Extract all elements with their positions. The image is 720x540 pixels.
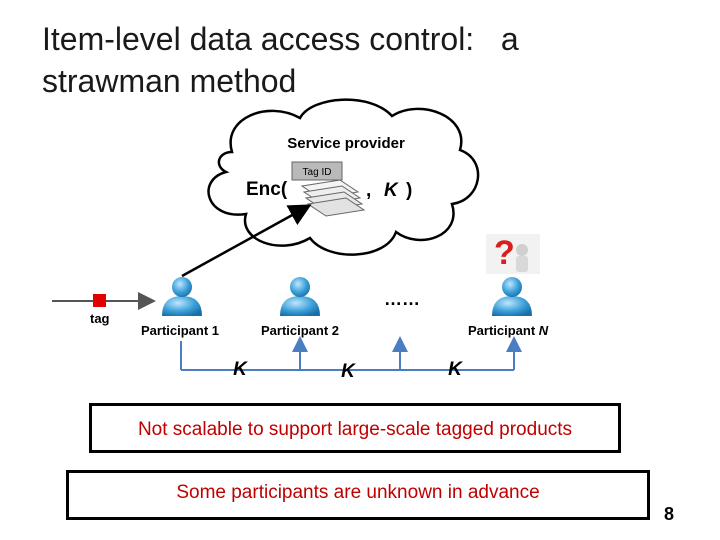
close-paren-label: ) [406,180,412,201]
participant-2-icon [280,277,320,316]
participant-1-label: Participant 1 [141,323,219,338]
slide-title: Item-level data access control: a strawm… [42,18,662,102]
comma-label: , [366,180,371,201]
key-label-2: K [341,361,356,382]
key-distribution-lines [180,336,522,371]
tag-id-label: Tag ID [303,167,332,178]
title-line-1: Item-level data access control: a [42,21,519,57]
key-label-3: K [448,359,463,380]
title-line-2: strawman method [42,63,297,99]
ellipsis-label: …… [384,289,420,309]
participant-1-icon [162,277,202,316]
participant-n-suffix: N [539,323,549,338]
question-mark-glyph: ? [494,234,515,272]
enc-label: Enc( [246,179,288,200]
participant-n-label: Participant N [468,323,549,338]
page-number: 8 [664,504,675,524]
document-stack-icon [291,161,366,217]
service-provider-cloud [207,98,480,256]
callout-unknown-participants: Some participants are unknown in advance [66,470,650,520]
callout-not-scalable: Not scalable to support large-scale tagg… [89,403,621,453]
question-mark-icon: ? [486,234,540,274]
tag-label: tag [90,311,110,326]
participant-n-label-text: Participant [468,323,539,338]
tag-square-icon [93,294,106,307]
participant-n-icon [492,277,532,316]
upload-arrow [181,204,312,278]
participant-2-label: Participant 2 [261,323,339,338]
key-label-1: K [233,359,248,380]
cloud-label: Service provider [287,135,405,152]
cloud-key-label: K [384,180,399,201]
